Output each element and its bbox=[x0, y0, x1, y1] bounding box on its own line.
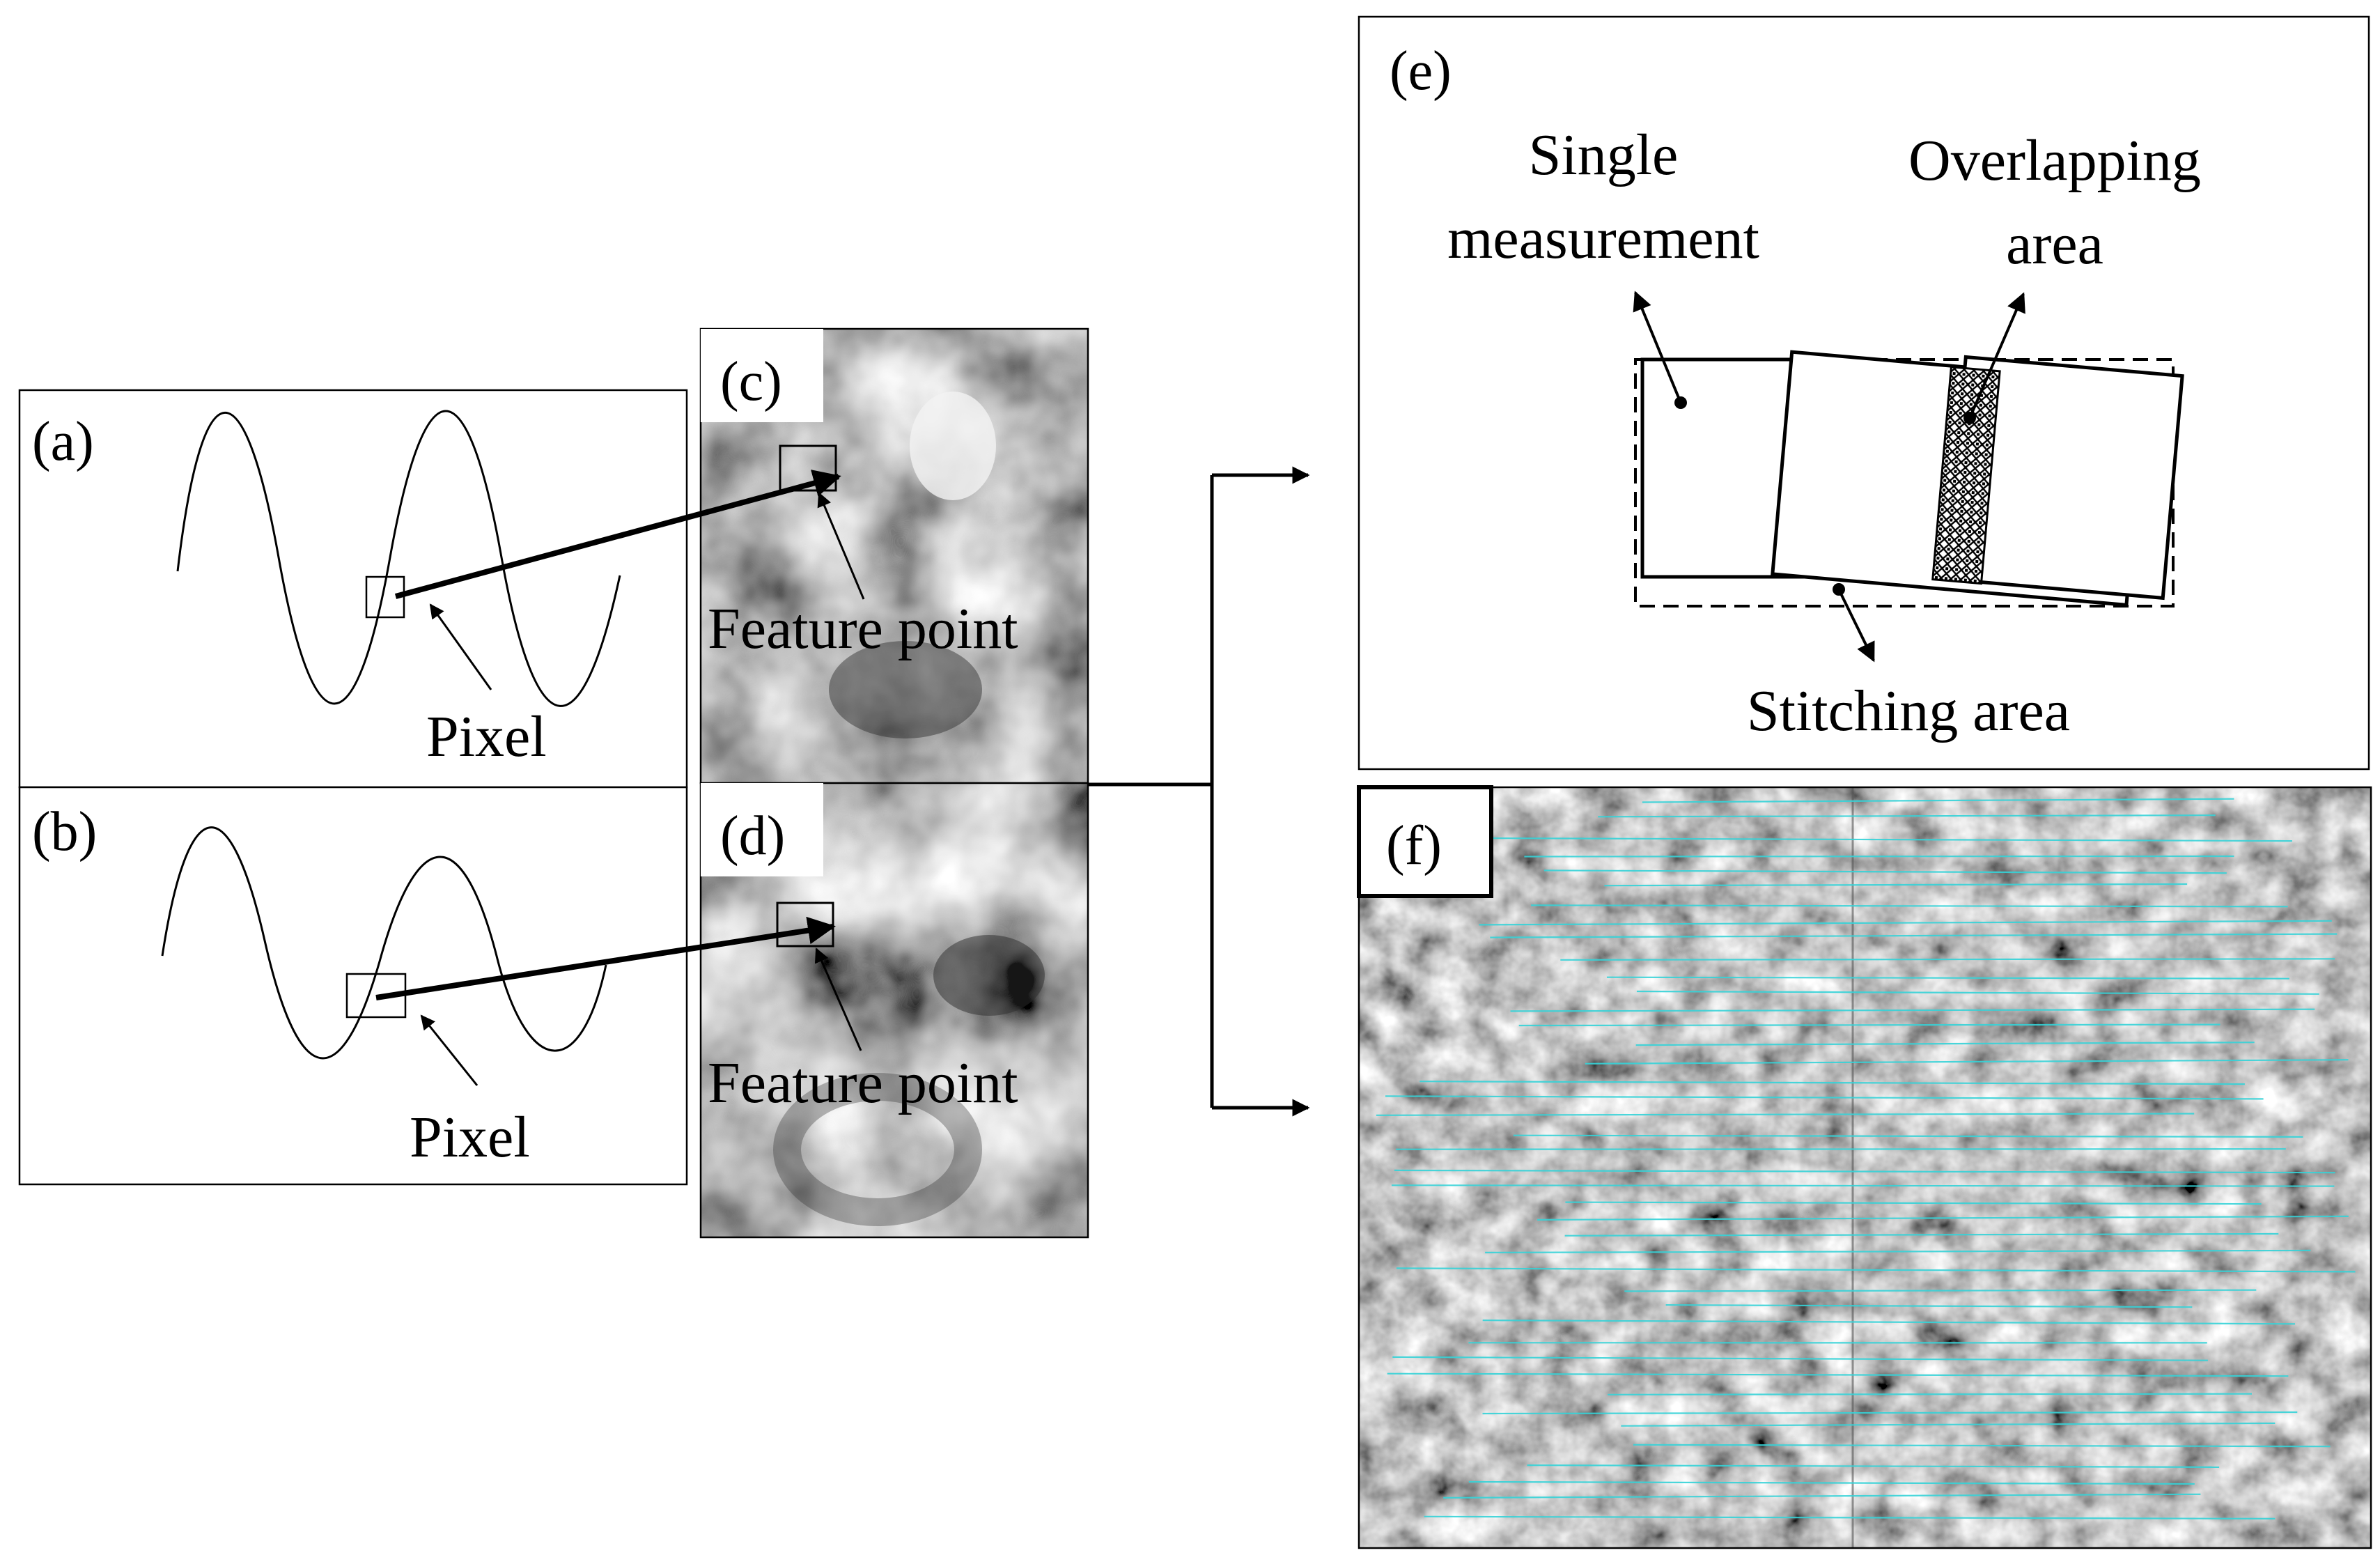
panel-b-label: (b) bbox=[32, 801, 97, 862]
match-line bbox=[1537, 1215, 2349, 1221]
stitching-area-pointer bbox=[1837, 589, 1875, 663]
panel-f: (f) bbox=[1357, 785, 2372, 1549]
match-line bbox=[1376, 1113, 2195, 1116]
match-line bbox=[1482, 1319, 2296, 1325]
panel-d-dark-blob bbox=[933, 935, 1045, 1016]
match-line bbox=[1608, 1393, 2253, 1395]
match-line bbox=[1385, 1095, 2264, 1100]
match-line bbox=[1387, 1372, 2289, 1377]
match-arrow-b-to-d bbox=[375, 916, 836, 1000]
panel-d-label-bg bbox=[701, 783, 823, 876]
panel-c: (c) Feature point bbox=[699, 327, 1089, 784]
overlapping-area-label-line1: Overlapping bbox=[1908, 128, 2201, 193]
panel-d-ring bbox=[773, 1073, 982, 1226]
match-line bbox=[1490, 933, 2338, 938]
match-line bbox=[1642, 798, 2234, 803]
match-line bbox=[1636, 990, 2319, 995]
match-line bbox=[1635, 1042, 2255, 1046]
panel-c-label: (c) bbox=[720, 351, 782, 412]
bracket-connector bbox=[1088, 466, 1310, 1117]
match-line bbox=[1394, 1169, 2335, 1174]
overlapping-area-pointer bbox=[1968, 292, 2025, 419]
stitching-area-outline bbox=[1634, 358, 2175, 608]
match-line bbox=[1543, 869, 2227, 874]
match-line bbox=[1510, 1008, 2315, 1012]
match-line bbox=[1527, 1464, 2220, 1468]
match-line bbox=[1424, 1515, 2276, 1519]
panel-c-label-bg bbox=[701, 329, 823, 422]
panel-c-feature-box bbox=[779, 444, 837, 492]
panel-b-frame bbox=[18, 786, 688, 1186]
match-line bbox=[1606, 976, 2289, 980]
panel-a-sine-wave bbox=[176, 410, 621, 707]
panel-a: (a) Pixel bbox=[18, 389, 688, 789]
match-line bbox=[1396, 1148, 2286, 1150]
panel-a-label: (a) bbox=[32, 411, 94, 472]
match-line bbox=[1485, 1249, 2311, 1254]
match-line bbox=[1530, 904, 2288, 908]
match-line bbox=[1565, 1201, 2262, 1205]
match-line bbox=[1518, 1023, 2220, 1027]
panel-a-pixel-label: Pixel bbox=[426, 704, 547, 769]
panel-d-frame bbox=[699, 782, 1089, 1239]
overlapping-area-fill bbox=[1931, 366, 2001, 585]
panel-f-label-box bbox=[1357, 785, 1493, 898]
panel-a-frame bbox=[18, 389, 688, 789]
match-line bbox=[1524, 855, 2234, 858]
match-line bbox=[1621, 1422, 2276, 1427]
panel-a-pixel-arrow bbox=[429, 603, 492, 690]
panel-d: (d) Feature point bbox=[699, 782, 1089, 1239]
panel-b: (b) Pixel bbox=[18, 786, 688, 1186]
panel-f-stitched-image bbox=[1359, 787, 2371, 1548]
stitching-area-label: Stitching area bbox=[1747, 679, 2070, 743]
match-arrow-a-to-c bbox=[394, 470, 841, 599]
panel-f-match-lines bbox=[1376, 798, 2356, 1519]
match-line bbox=[1604, 883, 2188, 887]
panel-d-feature-label: Feature point bbox=[708, 1051, 1018, 1115]
single-measurement-label-line1: Single bbox=[1529, 123, 1679, 187]
panel-f-label: (f) bbox=[1386, 815, 1442, 876]
match-line bbox=[1396, 1267, 2356, 1273]
single-measurement-label-line2: measurement bbox=[1447, 206, 1759, 271]
match-line bbox=[1564, 1232, 2279, 1237]
match-line bbox=[1468, 1480, 2195, 1485]
overlapping-area-label-line2: area bbox=[2006, 212, 2103, 277]
match-line bbox=[1598, 814, 2216, 818]
panel-d-label: (d) bbox=[720, 805, 785, 867]
match-line bbox=[1665, 1303, 2193, 1308]
panel-a-pixel-box bbox=[365, 575, 405, 619]
panel-c-dark-blob bbox=[829, 641, 982, 738]
panel-b-pixel-arrow bbox=[420, 1014, 479, 1086]
panel-f-frame bbox=[1358, 786, 2372, 1549]
match-line bbox=[1391, 1184, 2335, 1187]
panel-e-label: (e) bbox=[1390, 40, 1452, 102]
match-line bbox=[1560, 958, 2335, 961]
single-measurement-pointer bbox=[1633, 291, 1682, 403]
panel-c-feature-label: Feature point bbox=[708, 596, 1018, 661]
match-line bbox=[1479, 920, 2332, 926]
match-line bbox=[1482, 1411, 2298, 1415]
panel-c-feature-arrow bbox=[817, 492, 865, 600]
panel-e: (e) Single measurement Overlapping area … bbox=[1358, 15, 2370, 771]
match-line bbox=[1513, 1134, 2303, 1138]
match-line bbox=[1585, 1059, 2349, 1065]
panel-d-feature-arrow bbox=[814, 947, 862, 1051]
match-line bbox=[1443, 1493, 2201, 1499]
match-line bbox=[1469, 837, 2292, 842]
match-line bbox=[1633, 1444, 2331, 1448]
match-line bbox=[1420, 1081, 2245, 1085]
panel-c-bright-blob bbox=[910, 392, 996, 500]
match-line bbox=[1624, 1289, 2257, 1292]
match-line bbox=[1392, 1356, 2208, 1361]
panel-b-pixel-label: Pixel bbox=[410, 1105, 530, 1170]
panel-b-sine-wave bbox=[161, 826, 607, 1060]
